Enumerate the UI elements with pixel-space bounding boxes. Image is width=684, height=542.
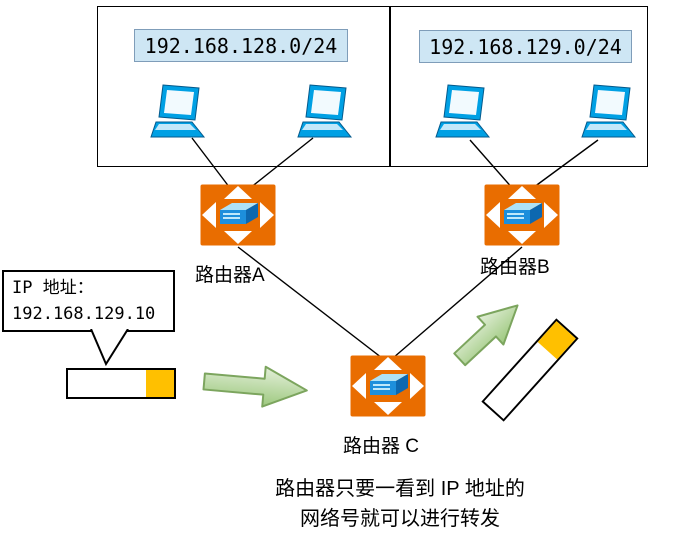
subnet-box-left	[97, 6, 390, 167]
caption-line-2: 网络号就可以进行转发	[300, 508, 500, 530]
laptop-icon	[581, 84, 637, 138]
router-c-label: 路由器 C	[343, 436, 420, 457]
laptop-icon	[297, 84, 353, 138]
ip-callout: IP 地址： 192.168.129.10	[2, 270, 175, 332]
laptop-icon	[435, 84, 491, 138]
callout-line-1: IP 地址：	[12, 278, 94, 298]
subnet-box-right	[390, 6, 648, 167]
forward-arrow-right	[202, 365, 308, 408]
router-a-icon	[200, 184, 276, 246]
callout-tail	[90, 329, 129, 367]
forward-arrow-upright	[453, 304, 519, 367]
caption: 路由器只要一看到 IP 地址的 网络号就可以进行转发	[205, 474, 595, 534]
ip-packet	[66, 368, 176, 399]
callout-line-2: 192.168.129.10	[12, 303, 156, 324]
packet-body	[68, 370, 146, 397]
router-a-label: 路由器A	[195, 265, 265, 286]
router-b-icon	[484, 184, 560, 246]
caption-line-1: 路由器只要一看到 IP 地址的	[275, 478, 525, 500]
subnet-label-right: 192.168.129.0/24	[419, 30, 632, 63]
laptop-icon	[150, 84, 206, 138]
router-c-icon	[350, 355, 426, 417]
subnet-label-left: 192.168.128.0/24	[134, 29, 348, 62]
packet-orange-segment	[146, 370, 174, 397]
router-b-label: 路由器B	[480, 257, 550, 278]
